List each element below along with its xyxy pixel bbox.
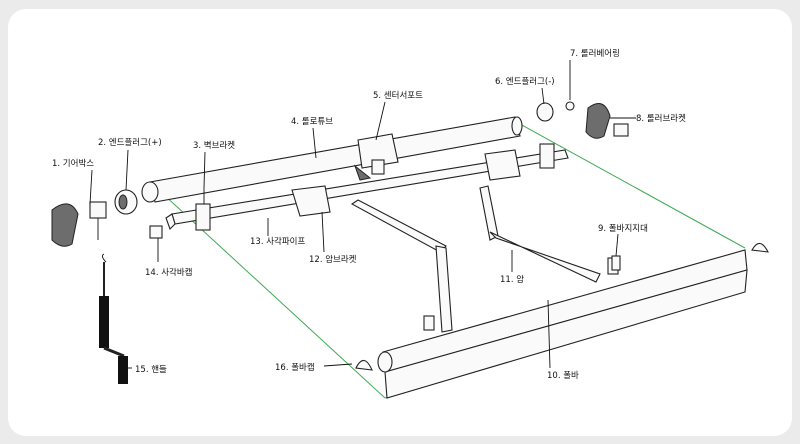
label-arm-bracket: 12. 암브라켓 (309, 254, 357, 265)
leader-lines (89, 60, 636, 369)
label-end-plug-plus: 2. 엔드플러그(+) (98, 137, 162, 148)
bar-cap-left (355, 359, 373, 371)
label-center-support: 5. 센터서포트 (373, 90, 423, 101)
arm-bracket-left (291, 185, 331, 217)
arm-left (350, 199, 453, 333)
end-plug-plus (114, 189, 138, 215)
label-gear-box: 1. 기어박스 (52, 158, 94, 169)
front-bar (377, 249, 748, 399)
roller-tube (141, 116, 523, 203)
label-roller-bearing: 7. 롤러베어링 (570, 48, 620, 59)
square-cap (149, 225, 163, 239)
square-pipe (165, 149, 569, 230)
center-support (353, 133, 399, 181)
label-wall-bracket: 3. 벽브라켓 (193, 140, 235, 151)
label-bar-support: 9. 폴바지지대 (598, 223, 648, 234)
arm-bracket-right (484, 149, 521, 181)
bar-support (611, 255, 621, 271)
wall-bracket-left (195, 188, 211, 231)
label-bar-cap: 16. 폴바캡 (275, 362, 315, 373)
bar-cap-right (751, 242, 769, 253)
end-plug-minus (536, 102, 554, 122)
gear-box (51, 201, 107, 247)
roller-bracket (585, 103, 629, 139)
label-handle: 15. 핸들 (135, 364, 167, 375)
arm-right (479, 185, 619, 283)
label-square-pipe: 13. 사각파이프 (250, 236, 306, 247)
label-square-cap: 14. 사각바캡 (145, 267, 193, 278)
label-roller-bracket: 8. 롤러브라켓 (636, 113, 686, 124)
roller-bearing (565, 101, 575, 111)
label-front-bar: 10. 폴바 (547, 370, 579, 381)
label-roller-tube: 4. 롤로튜브 (291, 117, 333, 127)
wall-bracket-right (539, 143, 555, 169)
part-labels: 1. 기어박스 2. 엔드플러그(+) 3. 벽브라켓 4. 롤로튜브 5. 센… (52, 48, 686, 381)
crank-handle (99, 253, 128, 384)
label-end-plug-minus: 6. 엔드플러그(-) (495, 76, 555, 87)
label-arm: 11. 암 (500, 274, 524, 285)
